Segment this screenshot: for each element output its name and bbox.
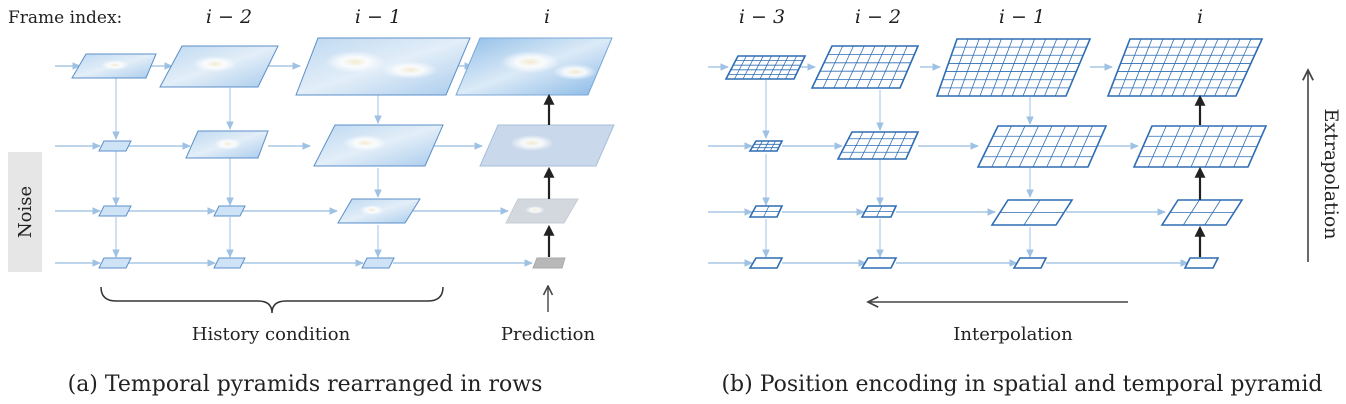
grid-frame	[1012, 257, 1048, 269]
b-frame-label-i-minus-2: i − 2	[855, 6, 901, 28]
caption-b: (b) Position encoding in spatial and tem…	[721, 372, 1322, 397]
grid-frame	[976, 125, 1108, 168]
b-frame-label-i-minus-3: i − 3	[739, 6, 785, 28]
frames-row-2	[98, 124, 615, 167]
grid-frame	[1183, 257, 1220, 269]
interpolation-label: Interpolation	[953, 324, 1073, 345]
b-frame-label-i: i	[1197, 6, 1203, 28]
grid-frame	[860, 257, 898, 269]
frame-label-i: i	[544, 6, 550, 28]
grid-frame	[810, 45, 920, 89]
history-condition-label: History condition	[192, 324, 351, 345]
caption-a: (a) Temporal pyramids rearranged in rows	[68, 372, 543, 397]
panel-b: i − 3 i − 2 i − 1 i	[708, 6, 1342, 397]
grid-frame	[724, 55, 807, 80]
grid-frame	[748, 205, 784, 218]
horizontal-flow-arrows	[55, 62, 533, 267]
prediction-label: Prediction	[501, 324, 596, 345]
vertical-light-arrows	[112, 78, 382, 258]
b-vertical-arrows	[762, 80, 1034, 258]
grid-frame	[748, 257, 784, 269]
noise-label: Noise	[15, 186, 36, 238]
b-horizontal-arrows	[708, 63, 1189, 267]
grid-frame	[990, 199, 1074, 226]
grid-frame	[748, 140, 784, 152]
grid-frame	[1160, 199, 1244, 226]
b-frame-label-i-minus-1: i − 1	[999, 6, 1045, 28]
grid-frame	[1132, 125, 1268, 168]
frame-label-i-minus-2: i − 2	[206, 6, 252, 28]
grid-frames	[724, 38, 1268, 269]
frames-row-3	[98, 198, 579, 224]
panel-a: Frame index: i − 2 i − 1 i Noise	[8, 6, 615, 397]
grid-frame	[836, 131, 920, 160]
history-bracket	[100, 286, 444, 314]
frame-label-i-minus-1: i − 1	[355, 6, 401, 28]
grid-frame	[935, 38, 1092, 97]
grid-frame	[1106, 38, 1264, 97]
extrapolation-label: Extrapolation	[1320, 108, 1342, 239]
frames-row-4	[98, 257, 566, 269]
frame-index-label: Frame index:	[8, 8, 122, 28]
grid-frame	[860, 205, 898, 218]
frames-row-1	[71, 37, 613, 96]
noise-band	[8, 152, 42, 272]
